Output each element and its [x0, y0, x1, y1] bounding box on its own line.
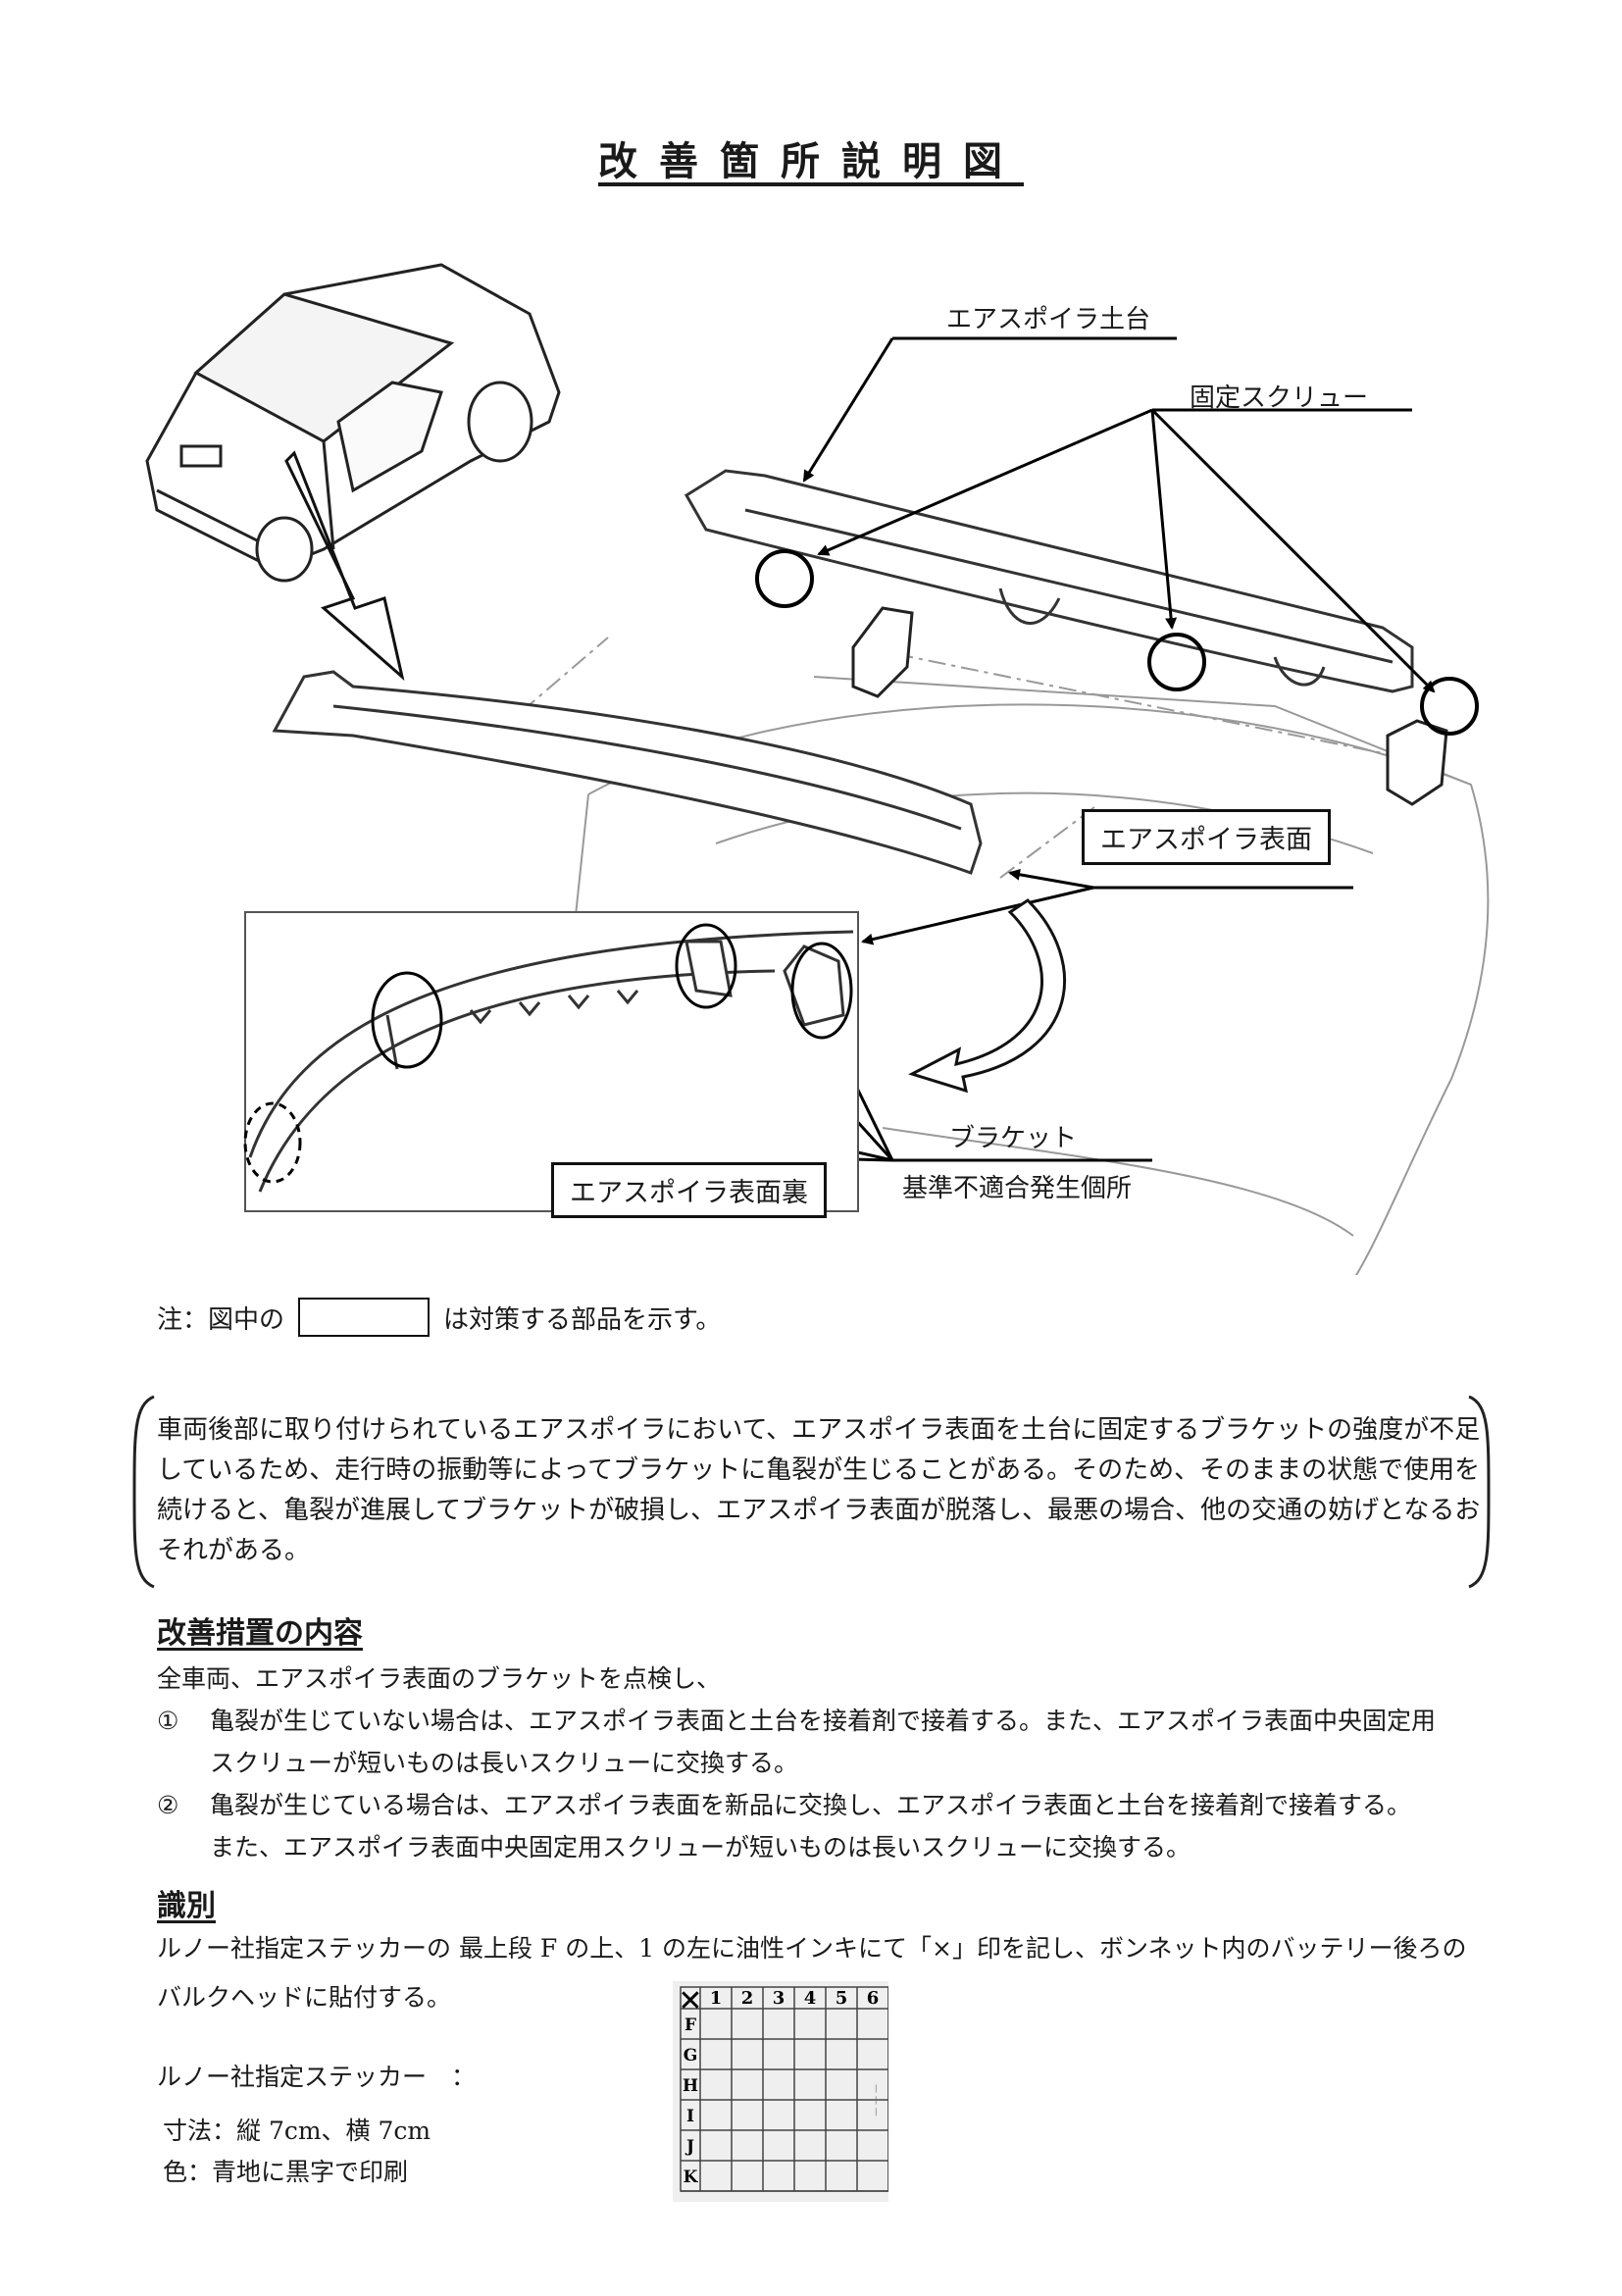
- measure-number: ②: [157, 1791, 179, 1819]
- sticker-specs: 寸法：縦 7cm、横 7cm 色：青地に黒字で印刷: [163, 2111, 431, 2193]
- measure-line: スクリューが短いものは長いスクリューに交換する。: [210, 1749, 799, 1777]
- identification-line: バルクヘッドに貼付する。: [157, 1983, 452, 2012]
- measures-body: 全車両、エアスポイラ表面のブラケットを点検し、 ① 亀裂が生じていない場合は、エ…: [157, 1658, 1530, 1868]
- sticker-row-K: K: [684, 2168, 699, 2187]
- sticker-column-2: 2: [741, 1988, 754, 2009]
- measures-heading: 改善措置の内容: [157, 1616, 363, 1651]
- sticker-size: 寸法：縦 7cm、横 7cm: [163, 2117, 431, 2145]
- sticker-column-3: 3: [773, 1988, 786, 2009]
- screw-highlight-circles: [755, 549, 1479, 736]
- sticker-column-1: 1: [710, 1988, 723, 2009]
- measure-item: ① 亀裂が生じていない場合は、エアスポイラ表面と土台を接着剤で接着する。また、エ…: [157, 1700, 1530, 1784]
- curved-arrow-icon: [908, 898, 1067, 1094]
- measure-number: ①: [157, 1707, 179, 1735]
- sticker-row-F: F: [684, 2015, 696, 2035]
- inset-frame: [244, 911, 859, 1212]
- hollow-arrow-icon: [284, 450, 405, 682]
- spoiler-base-drawing: [684, 469, 1414, 693]
- back-highlight-circles: [243, 923, 853, 1184]
- label-nonconformity: 基準不適合発生個所: [902, 1174, 1133, 1203]
- label-bracket: ブラケット: [949, 1124, 1078, 1153]
- identification-body: ルノー社指定ステッカーの 最上段 F の上、1 の左に油性インキにて「×」印を記…: [157, 1924, 1530, 2022]
- measure-item: ② 亀裂が生じている場合は、エアスポイラ表面を新品に交換し、エアスポイラ表面と土…: [157, 1784, 1530, 1868]
- spoiler-surface-drawing: [272, 670, 983, 875]
- description-paragraph: 車両後部に取り付けられているエアスポイラにおいて、エアスポイラ表面を土台に固定す…: [157, 1415, 1481, 1565]
- sticker-column-5: 5: [836, 1988, 848, 2009]
- measure-line: 亀裂が生じていない場合は、エアスポイラ表面と土台を接着剤で接着する。また、エアス…: [210, 1707, 1437, 1735]
- measure-line: また、エアスポイラ表面中央固定用スクリューが短いものは長いスクリューに交換する。: [210, 1833, 1191, 1862]
- identification-heading: 識別: [157, 1889, 216, 1923]
- measures-intro: 全車両、エアスポイラ表面のブラケットを点検し、: [157, 1664, 722, 1693]
- label-spoiler-surface: エアスポイラ表面: [1082, 809, 1331, 865]
- sticker-row-I: I: [686, 2107, 694, 2126]
- sticker-column-6: 6: [867, 1988, 880, 2009]
- note-suffix: は対策する部品を示す。: [443, 1304, 722, 1335]
- measure-line: 亀裂が生じている場合は、エアスポイラ表面を新品に交換し、エアスポイラ表面と土台を…: [210, 1791, 1412, 1819]
- bracket-parts: [851, 606, 1448, 806]
- sticker-row-G: G: [684, 2046, 698, 2066]
- spoiler-diagram: [145, 263, 1490, 1275]
- label-spoiler-base: エアスポイラ土台: [946, 305, 1151, 334]
- sticker-row-J: J: [684, 2137, 694, 2157]
- note-prefix: 注：図中の: [157, 1304, 285, 1335]
- legend-box-sample: [298, 1298, 431, 1337]
- legend-note: 注：図中の は対策する部品を示す。: [157, 1298, 721, 1337]
- page-title: 改善箇所説明図: [598, 138, 1024, 184]
- corner-x-mark: ✕: [678, 1984, 702, 2018]
- spoiler-back-drawing: [248, 930, 854, 1193]
- sticker-color: 色：青地に黒字で印刷: [163, 2158, 409, 2186]
- identification-line: ルノー社指定ステッカーの 最上段 F の上、1 の左に油性インキにて「×」印を記…: [157, 1934, 1467, 1963]
- sticker-label: ルノー社指定ステッカー ：: [157, 2063, 477, 2091]
- svg-text:— — —: — — —: [871, 2084, 881, 2117]
- label-spoiler-surface-back: エアスポイラ表面裏: [551, 1162, 827, 1218]
- paragraph-brackets: [132, 1395, 1491, 1589]
- sticker-row-H: H: [683, 2076, 698, 2096]
- sticker-column-4: 4: [804, 1988, 817, 2009]
- car-illustration: [145, 263, 561, 583]
- label-fixing-screw: 固定スクリュー: [1190, 383, 1369, 413]
